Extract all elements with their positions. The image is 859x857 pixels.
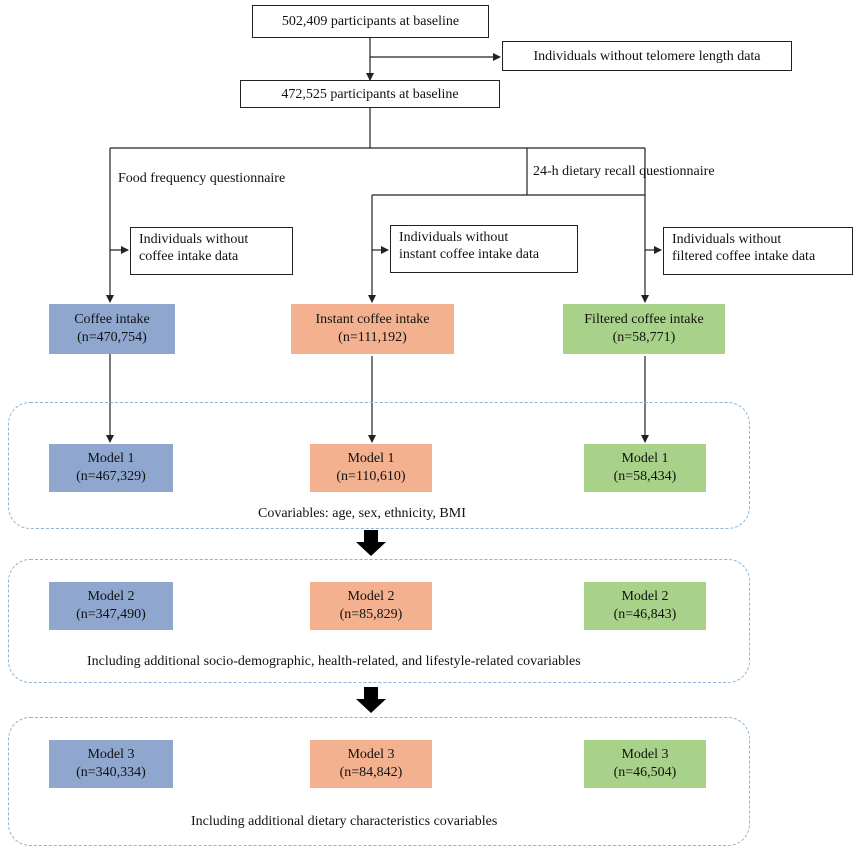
coffee-model3-label: Model 3 xyxy=(87,747,135,762)
model2-covariables-label: Including additional socio-demographic, … xyxy=(87,654,581,669)
exclusion-telomere-label: Individuals without telomere length data xyxy=(533,48,761,64)
remaining-participants-label: 472,525 participants at baseline xyxy=(281,86,459,102)
exclusion-telomere-box: Individuals without telomere length data xyxy=(502,41,792,71)
model3-covariables-label: Including additional dietary characteris… xyxy=(191,814,498,829)
filtered-coffee-intake-count: (n=58,771) xyxy=(612,330,676,345)
filtered-model3-label: Model 3 xyxy=(621,747,669,762)
coffee-intake-count: (n=470,754) xyxy=(77,330,147,345)
baseline-participants-box: 502,409 participants at baseline xyxy=(252,5,489,38)
filtered-model2-label: Model 2 xyxy=(621,589,669,604)
filtered-model1-count: (n=58,434) xyxy=(613,469,677,484)
instant-coffee-intake-label: Instant coffee intake xyxy=(315,312,430,327)
coffee-model3-count: (n=340,334) xyxy=(76,765,146,780)
filtered-model1-label: Model 1 xyxy=(621,451,669,466)
remaining-participants-box: 472,525 participants at baseline xyxy=(240,80,500,108)
exclusion-filtered-line2: filtered coffee intake data xyxy=(672,249,816,264)
coffee-model2-box: Model 2 (n=347,490) xyxy=(49,582,173,630)
instant-model1-label: Model 1 xyxy=(347,451,395,466)
exclusion-coffee-line2: coffee intake data xyxy=(139,249,239,264)
filtered-model1-box: Model 1 (n=58,434) xyxy=(584,444,706,492)
filtered-coffee-intake-box: Filtered coffee intake (n=58,771) xyxy=(563,304,725,354)
coffee-intake-box: Coffee intake (n=470,754) xyxy=(49,304,175,354)
coffee-model1-label: Model 1 xyxy=(87,451,135,466)
model1-covariables-label: Covariables: age, sex, ethnicity, BMI xyxy=(258,506,466,521)
instant-model1-box: Model 1 (n=110,610) xyxy=(310,444,432,492)
exclusion-coffee-box: Individuals without coffee intake data xyxy=(130,227,293,275)
exclusion-instant-line1: Individuals without xyxy=(399,230,509,245)
exclusion-instant-box: Individuals without instant coffee intak… xyxy=(390,225,578,273)
coffee-model1-box: Model 1 (n=467,329) xyxy=(49,444,173,492)
instant-model2-count: (n=85,829) xyxy=(339,607,403,622)
filtered-coffee-intake-label: Filtered coffee intake xyxy=(584,312,704,327)
instant-model3-count: (n=84,842) xyxy=(339,765,403,780)
dietary-recall-branch-label: 24-h dietary recall questionnaire xyxy=(533,164,715,179)
coffee-model1-count: (n=467,329) xyxy=(76,469,146,484)
instant-model3-box: Model 3 (n=84,842) xyxy=(310,740,432,788)
instant-coffee-intake-box: Instant coffee intake (n=111,192) xyxy=(291,304,454,354)
model1-group xyxy=(8,402,750,529)
coffee-model3-box: Model 3 (n=340,334) xyxy=(49,740,173,788)
instant-model3-label: Model 3 xyxy=(347,747,395,762)
model2-group xyxy=(8,559,750,683)
exclusion-filtered-line1: Individuals without xyxy=(672,232,782,247)
exclusion-instant-line2: instant coffee intake data xyxy=(399,247,540,262)
exclusion-filtered-box: Individuals without filtered coffee inta… xyxy=(663,227,853,275)
instant-model2-label: Model 2 xyxy=(347,589,395,604)
instant-model2-box: Model 2 (n=85,829) xyxy=(310,582,432,630)
filtered-model3-count: (n=46,504) xyxy=(613,765,677,780)
filtered-model3-box: Model 3 (n=46,504) xyxy=(584,740,706,788)
coffee-intake-label: Coffee intake xyxy=(74,312,150,327)
instant-coffee-intake-count: (n=111,192) xyxy=(338,330,407,345)
exclusion-coffee-line1: Individuals without xyxy=(139,232,249,247)
coffee-model2-label: Model 2 xyxy=(87,589,135,604)
filtered-model2-box: Model 2 (n=46,843) xyxy=(584,582,706,630)
ffq-branch-label: Food frequency questionnaire xyxy=(118,171,286,186)
filtered-model2-count: (n=46,843) xyxy=(613,607,677,622)
instant-model1-count: (n=110,610) xyxy=(336,469,406,484)
model3-group xyxy=(8,717,750,846)
baseline-participants-label: 502,409 participants at baseline xyxy=(281,14,460,29)
coffee-model2-count: (n=347,490) xyxy=(76,607,146,622)
